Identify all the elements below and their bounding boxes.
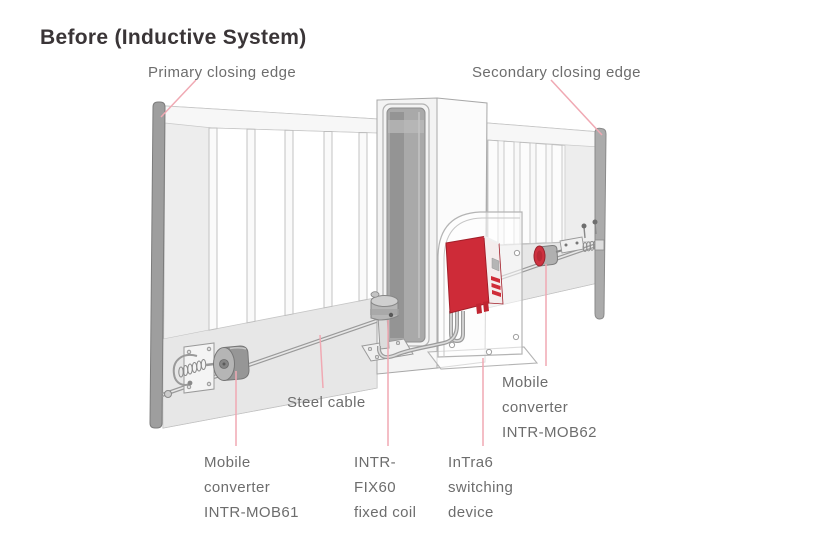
- intra6-device-box: [445, 235, 504, 314]
- cable-safety-loop: [172, 354, 198, 386]
- label-line: converter: [502, 399, 569, 416]
- label-line: device: [448, 504, 494, 521]
- label-line: switching: [448, 479, 514, 496]
- leader-line-primary-edge: [160, 79, 197, 118]
- mob62-assembly: [533, 219, 605, 267]
- label-primary-closing-edge: Primary closing edge: [148, 64, 297, 81]
- diagram-title: Before (Inductive System): [40, 26, 307, 49]
- label-mobile-converter-mob62: Mobile converter INTR-MOB62: [502, 370, 597, 445]
- tension-spring-right: [582, 240, 598, 252]
- tension-plate-right: [559, 236, 585, 254]
- left-panel-balusters: [208, 127, 368, 331]
- label-steel-cable: Steel cable: [287, 394, 366, 411]
- label-line: InTra6: [448, 454, 494, 471]
- leader-line-steel-cable: [319, 334, 324, 389]
- leader-line-secondary-edge: [550, 79, 603, 136]
- label-line: INTR-MOB61: [204, 504, 299, 521]
- label-mobile-converter-mob61: Mobile converter INTR-MOB61: [204, 450, 299, 525]
- label-line: INTR-: [354, 454, 396, 471]
- device-label-window: [491, 257, 500, 272]
- label-line: FIX60: [354, 479, 397, 496]
- label-line: converter: [204, 479, 271, 496]
- primary-closing-edge-bar: [149, 101, 166, 429]
- secondary-closing-edge-bar: [594, 127, 607, 320]
- label-secondary-closing-edge: Secondary closing edge: [472, 64, 641, 81]
- label-intra6-switching-device: InTra6 switching device: [448, 450, 513, 525]
- cable-end-ball: [164, 390, 172, 398]
- tension-spring-left: [178, 359, 207, 378]
- label-intr-fix60-fixed-coil: INTR- FIX60 fixed coil: [354, 450, 416, 525]
- label-line: INTR-MOB62: [502, 424, 597, 441]
- device-cables: [377, 311, 465, 360]
- mob61-assembly: [172, 342, 250, 394]
- left-gate-panel: [162, 105, 378, 429]
- label-line: Mobile: [502, 374, 549, 391]
- label-line: fixed coil: [354, 504, 417, 521]
- label-line: Mobile: [204, 454, 251, 471]
